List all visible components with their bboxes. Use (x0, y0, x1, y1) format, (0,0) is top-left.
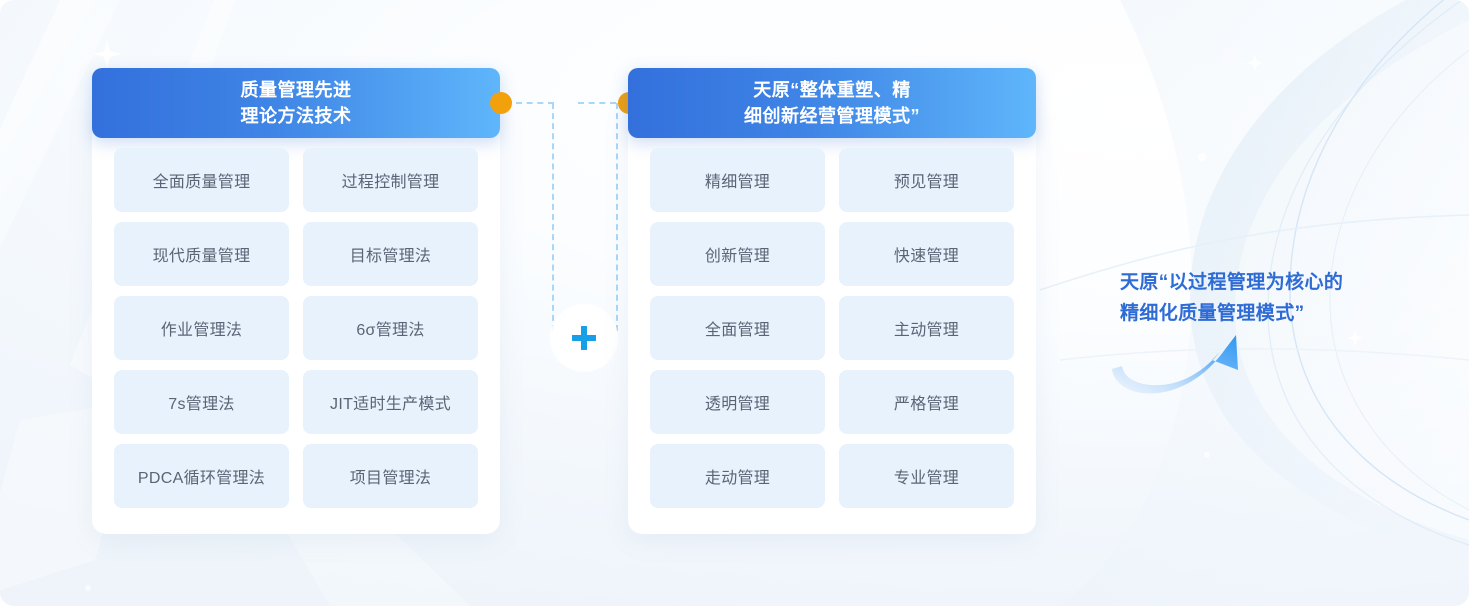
right-panel-item-grid: 精细管理预见管理创新管理快速管理全面管理主动管理透明管理严格管理走动管理专业管理 (650, 148, 1014, 508)
category-cell[interactable]: PDCA循环管理法 (114, 444, 289, 508)
category-cell[interactable]: 6σ管理法 (303, 296, 478, 360)
category-cell[interactable]: 7s管理法 (114, 370, 289, 434)
left-panel-title: 质量管理先进 理论方法技术 (92, 68, 500, 138)
plus-icon (572, 326, 596, 350)
category-cell[interactable]: 走动管理 (650, 444, 825, 508)
category-cell[interactable]: 创新管理 (650, 222, 825, 286)
category-cell[interactable]: 目标管理法 (303, 222, 478, 286)
category-cell[interactable]: 现代质量管理 (114, 222, 289, 286)
result-label: 天原“以过程管理为核心的 精细化质量管理模式” (1120, 272, 1344, 324)
category-cell[interactable]: 过程控制管理 (303, 148, 478, 212)
category-cell[interactable]: 透明管理 (650, 370, 825, 434)
category-cell[interactable]: 预见管理 (839, 148, 1014, 212)
category-cell[interactable]: 快速管理 (839, 222, 1014, 286)
dashed-line-vertical-right (616, 103, 618, 331)
category-cell[interactable]: 严格管理 (839, 370, 1014, 434)
category-cell[interactable]: 主动管理 (839, 296, 1014, 360)
plus-icon-badge (550, 304, 618, 372)
orange-dot-icon-left (490, 92, 512, 114)
category-cell[interactable]: 全面质量管理 (114, 148, 289, 212)
category-cell[interactable]: 专业管理 (839, 444, 1014, 508)
connector-group (490, 92, 640, 392)
dashed-line-horizontal-left (516, 102, 554, 104)
right-category-panel: 天原“整体重塑、精 细创新经营管理模式” 精细管理预见管理创新管理快速管理全面管… (628, 68, 1036, 534)
dashed-line-horizontal-right (578, 102, 616, 104)
dashed-line-vertical-left (552, 103, 554, 331)
category-cell[interactable]: 精细管理 (650, 148, 825, 212)
right-panel-title: 天原“整体重塑、精 细创新经营管理模式” (628, 68, 1036, 138)
left-category-panel: 质量管理先进 理论方法技术 全面质量管理过程控制管理现代质量管理目标管理法作业管… (92, 68, 500, 534)
category-cell[interactable]: 项目管理法 (303, 444, 478, 508)
curved-arrow-icon (1108, 330, 1258, 400)
category-cell[interactable]: 作业管理法 (114, 296, 289, 360)
category-cell[interactable]: 全面管理 (650, 296, 825, 360)
category-cell[interactable]: JIT适时生产模式 (303, 370, 478, 434)
